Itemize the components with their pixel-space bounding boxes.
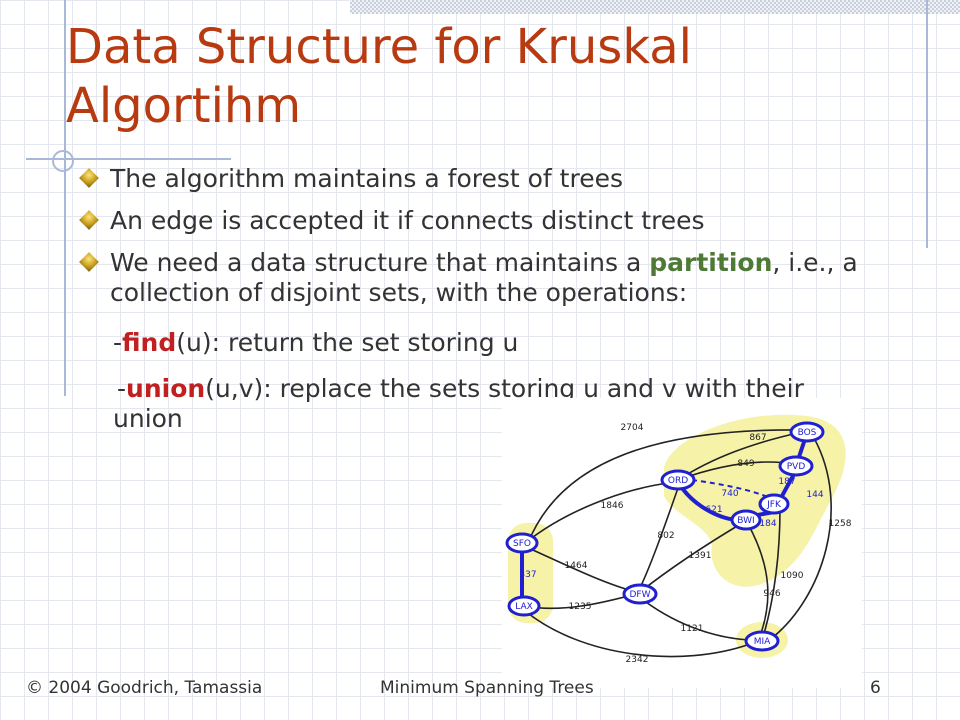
bullet-forest: The algorithm maintains a forest of tree… — [79, 164, 872, 194]
left-vertical-rule — [64, 0, 66, 396]
edge-bwi-mia — [747, 523, 769, 637]
find-operation-line: -find(u): return the set storing u — [113, 328, 873, 358]
node-label-sfo: SFO — [513, 539, 531, 549]
weight-184: 184 — [759, 519, 776, 529]
node-label-dfw: DFW — [629, 590, 650, 600]
bullet-text-post: , i.e., a collection of disjoint sets, w… — [110, 248, 858, 307]
top-decorative-band — [350, 0, 960, 14]
weight-187: 187 — [778, 477, 795, 487]
node-ord — [660, 469, 696, 491]
node-label-jfk: JFK — [766, 500, 782, 510]
node-sfo — [505, 532, 539, 554]
weight-2342: 2342 — [626, 655, 649, 665]
edge-sfo-ord — [523, 481, 677, 545]
weight-1235: 1235 — [569, 602, 592, 612]
weight-1464: 1464 — [565, 561, 588, 571]
bullet-partition: We need a data structure that maintains … — [79, 248, 872, 308]
edge-dfw-mia — [637, 595, 751, 641]
node-label-ord: ORD — [668, 476, 688, 486]
footer-title: Minimum Spanning Trees — [380, 678, 594, 698]
weight-2704: 2704 — [621, 423, 644, 433]
edge-bos-mia — [771, 437, 832, 639]
node-mia — [744, 630, 780, 652]
bullet-text-pre: We need a data structure that maintains … — [110, 248, 650, 277]
edge-sfo-dfw — [523, 545, 637, 593]
edge-dfw-bwi — [639, 521, 745, 593]
union-dash: - — [117, 374, 127, 403]
weight-740: 740 — [721, 489, 738, 499]
corner-ring-ornament — [52, 150, 74, 172]
node-lax — [507, 595, 541, 617]
node-label-bwi: BWI — [737, 516, 754, 526]
edge-jfk-mia — [763, 507, 781, 635]
weight-849: 849 — [737, 459, 754, 469]
node-jfk — [758, 493, 790, 515]
diamond-bullet-icon — [79, 210, 99, 230]
edge-pvd-jfk-accepted — [780, 472, 796, 498]
slide-title: Data Structure for Kruskal Algortihm — [66, 19, 693, 134]
node-bos — [789, 421, 825, 443]
weight-337: 337 — [519, 570, 536, 580]
partition-term: partition — [649, 248, 773, 277]
node-label-mia: MIA — [754, 637, 771, 647]
bullet-text: An edge is accepted it if connects disti… — [110, 206, 705, 235]
find-keyword: find — [122, 328, 177, 357]
right-vertical-rule — [926, 0, 928, 248]
weight-946: 946 — [763, 589, 780, 599]
weight-1090: 1090 — [781, 571, 804, 581]
footer-copyright: © 2004 Goodrich, Tamassia — [26, 678, 263, 698]
edge-lax-mia — [523, 609, 751, 658]
weight-144: 144 — [806, 490, 823, 500]
node-label-pvd: PVD — [787, 462, 806, 472]
node-bwi — [730, 509, 762, 531]
bullet-list: The algorithm maintains a forest of tree… — [79, 164, 872, 320]
weight-867: 867 — [749, 433, 766, 443]
weight-1121: 1121 — [681, 624, 704, 634]
find-dash: - — [113, 328, 123, 357]
title-horizontal-rule — [26, 158, 231, 160]
find-description: (u): return the set storing u — [176, 328, 519, 357]
weight-1258: 1258 — [829, 519, 852, 529]
diamond-bullet-icon — [79, 168, 99, 188]
node-pvd — [778, 455, 814, 477]
node-label-bos: BOS — [798, 428, 817, 438]
weight-621: 621 — [705, 505, 722, 515]
diamond-bullet-icon — [79, 252, 99, 272]
airport-graph-figure: SFO LAX DFW ORD JFK BOS PVD BWI MIA 2704… — [502, 398, 862, 688]
bullet-text: The algorithm maintains a forest of tree… — [110, 164, 624, 193]
weight-1846: 1846 — [601, 501, 624, 511]
union-keyword: union — [126, 374, 206, 403]
node-dfw — [622, 583, 658, 605]
node-label-lax: LAX — [515, 602, 533, 612]
weight-1391: 1391 — [689, 551, 712, 561]
weight-802: 802 — [657, 531, 674, 541]
edge-sfo-bos — [527, 429, 807, 544]
bullet-edge-accepted: An edge is accepted it if connects disti… — [79, 206, 872, 236]
page-number: 6 — [870, 678, 881, 698]
